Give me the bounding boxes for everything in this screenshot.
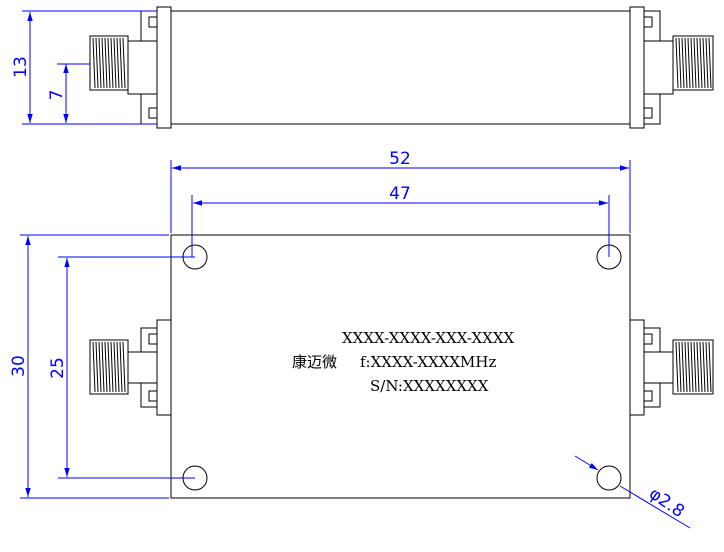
connector-thread-line <box>113 341 117 393</box>
side-view <box>89 6 714 129</box>
connector-thread-line <box>705 37 709 89</box>
connector-thread-line <box>696 341 700 393</box>
connector-thread-line <box>699 341 703 393</box>
overall-height-dim-label: 30 <box>9 355 29 377</box>
hole-spacing-y-dim-label: 25 <box>48 357 68 379</box>
connector-thread-line <box>687 37 691 89</box>
connector-thread-line <box>104 341 108 393</box>
side-view-left-connector <box>89 35 129 91</box>
overall-width-dim-label: 52 <box>389 149 411 169</box>
side-view-body <box>170 10 631 125</box>
connector-thread-line <box>699 37 703 89</box>
connector-thread-line <box>122 37 126 89</box>
connector-thread-line <box>681 37 685 89</box>
connector-thread-line <box>95 341 99 393</box>
side-height-dim-label: 13 <box>11 56 31 78</box>
mounting-hole-bottom-right <box>596 465 622 491</box>
connector-thread-line <box>681 341 685 393</box>
connector-thread-line <box>98 341 102 393</box>
connector-thread-line <box>107 341 111 393</box>
side-view-right-connector <box>672 35 714 91</box>
connector-thread-line <box>104 37 108 89</box>
connector-thread-line <box>116 37 120 89</box>
connector-thread-line <box>101 341 105 393</box>
connector-thread-line <box>690 37 694 89</box>
connector-thread-line <box>110 37 114 89</box>
connector-thread-line <box>113 37 117 89</box>
connector-thread-line <box>92 341 96 393</box>
connector-thread-line <box>101 37 105 89</box>
top-view-right-connector <box>629 319 714 416</box>
connector-thread-line <box>696 37 700 89</box>
side-view-height-dimension <box>22 10 157 125</box>
label-serial: S/N:XXXXXXXX <box>370 377 489 395</box>
connector-thread-line <box>678 341 682 393</box>
hole-diameter-dim-label: φ2.8 <box>645 484 688 522</box>
connector-thread-line <box>708 341 712 393</box>
connector-thread-line <box>678 37 682 89</box>
connector-thread-line <box>702 341 706 393</box>
label-brand: 康迈微 <box>292 353 337 371</box>
connector-thread-line <box>684 341 688 393</box>
top-view-left-connector <box>89 319 172 416</box>
connector-thread-line <box>98 37 102 89</box>
side-view-right-flange <box>629 6 645 129</box>
side-connector-dim-label: 7 <box>47 90 67 101</box>
connector-thread-line <box>675 341 679 393</box>
connector-thread-line <box>119 37 123 89</box>
connector-thread-line <box>122 341 126 393</box>
hole-spacing-x-dim-label: 47 <box>389 184 411 204</box>
connector-thread-line <box>92 37 96 89</box>
connector-thread-line <box>684 37 688 89</box>
connector-thread-line <box>693 37 697 89</box>
connector-thread-line <box>116 341 120 393</box>
connector-thread-line <box>705 341 709 393</box>
connector-thread-line <box>107 37 111 89</box>
top-view <box>89 234 714 499</box>
connector-thread-line <box>708 37 712 89</box>
label-model: XXXX-XXXX-XXX-XXXX <box>342 329 514 347</box>
connector-thread-line <box>693 341 697 393</box>
connector-thread-line <box>687 341 691 393</box>
connector-thread-line <box>110 341 114 393</box>
connector-thread-line <box>675 37 679 89</box>
connector-thread-line <box>119 341 123 393</box>
label-frequency: f:XXXX-XXXXMHz <box>360 353 496 371</box>
connector-thread-line <box>690 341 694 393</box>
connector-thread-line <box>702 37 706 89</box>
side-view-left-flange <box>156 6 172 129</box>
connector-thread-line <box>95 37 99 89</box>
top-view-dimensions <box>20 160 691 529</box>
